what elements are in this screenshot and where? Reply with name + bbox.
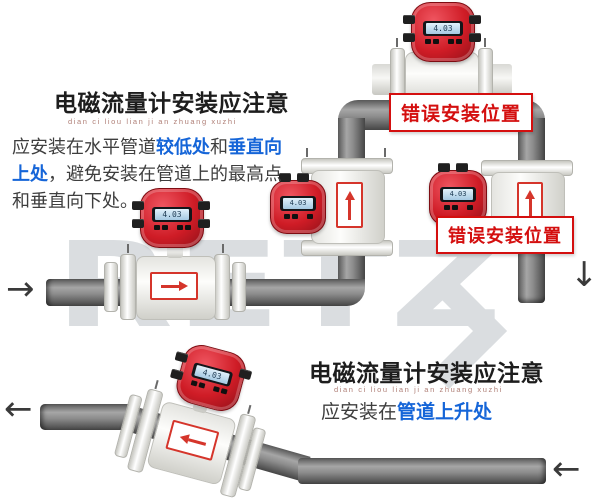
lcd-bezel: 4.03 — [280, 195, 316, 211]
wrong-position-badge: 错误安装位置 — [436, 216, 574, 254]
meter-button — [283, 213, 290, 219]
meter-flange — [214, 254, 230, 320]
section-title: 电磁流量计安装应注意 — [54, 90, 289, 116]
lcd-bezel: 4.03 — [423, 20, 463, 36]
flow-arrow-down-icon: ↓ — [570, 255, 599, 295]
flange-pin — [247, 404, 252, 415]
flange-pin — [396, 38, 398, 47]
meter-button — [306, 213, 313, 219]
cable-gland-icon — [238, 368, 253, 381]
flow-arrow-right-icon: → — [6, 269, 35, 309]
flowmeter-rising-pipe: 4.03 — [107, 340, 283, 502]
meter-button — [424, 38, 431, 44]
section-pinyin: dian ci liou lian ji an zhuang xuzhi — [334, 385, 503, 394]
meter-button — [153, 224, 160, 230]
flange-pin — [127, 244, 129, 253]
flange-pin — [384, 148, 386, 157]
cable-gland-icon — [469, 33, 481, 42]
flange-pin — [484, 38, 486, 47]
meter-flange — [120, 254, 136, 320]
highlighted-text: 管道上升处 — [397, 402, 493, 423]
cable-gland-icon — [456, 163, 468, 172]
flow-direction-label — [336, 182, 363, 228]
section-body-text: 应安装在水平管道较低处和垂直向上处，避免安装在管道上的最高点和垂直向下处。 — [12, 134, 288, 215]
flow-up-arrow-icon — [525, 190, 535, 216]
section-title: 电磁流量计安装应注意 — [309, 360, 544, 386]
meter-button — [291, 213, 298, 219]
meter-buttons — [153, 224, 191, 230]
meter-lcd-screen: 4.03 — [283, 197, 313, 209]
cable-gland-icon — [169, 368, 184, 381]
highlighted-text: 较低处 — [156, 137, 210, 157]
section-body-text: 应安装在管道上升处 — [321, 399, 492, 426]
meter-button — [220, 387, 228, 394]
meter-button — [447, 38, 454, 44]
meter-display-head: 4.03 — [270, 173, 326, 234]
meter-flange — [232, 262, 246, 312]
flow-arrow-left-icon: ← — [552, 449, 581, 489]
flange-pin — [222, 244, 224, 253]
meter-lcd-screen: 4.03 — [426, 22, 460, 34]
section-pinyin: dian ci liou lian ji an zhuang xuzhi — [68, 117, 237, 126]
flow-right-arrow-icon — [160, 281, 188, 291]
meter-button — [455, 38, 462, 44]
plain-text: ，避免安装在管道上的最高点和垂直向下处。 — [12, 164, 282, 211]
meter-button — [190, 379, 198, 386]
flow-arrow-left-icon: ← — [4, 389, 33, 429]
meter-buttons — [443, 204, 473, 210]
wrong-position-badge: 错误安装位置 — [389, 93, 534, 132]
meter-flange — [104, 262, 118, 312]
meter-button — [184, 224, 191, 230]
meter-lcd-screen: 4.03 — [443, 188, 473, 200]
flow-left-arrow-icon — [178, 431, 207, 449]
plain-text: 应安装在 — [321, 402, 398, 423]
plain-text: 和 — [210, 137, 228, 157]
flow-direction-label — [150, 272, 198, 300]
flange-pin — [306, 148, 308, 157]
cable-gland-icon — [469, 15, 481, 24]
meter-button — [212, 385, 220, 392]
meter-button — [451, 204, 458, 210]
meter-button — [161, 224, 168, 230]
cable-gland-icon — [198, 201, 210, 210]
cable-gland-icon — [438, 163, 450, 172]
flange-pin — [154, 379, 159, 390]
cable-gland-icon — [279, 173, 291, 182]
pipe-bottom-right — [298, 458, 546, 484]
cable-gland-icon — [198, 219, 210, 228]
meter-lcd-screen: 4.03 — [155, 208, 189, 220]
meter-button — [466, 204, 473, 210]
meter-button — [176, 224, 183, 230]
meter-buttons — [283, 213, 313, 219]
lcd-bezel: 4.03 — [152, 206, 192, 222]
cable-gland-icon — [132, 219, 144, 228]
cable-gland-icon — [297, 173, 309, 182]
highlighted-text: 垂直向上处 — [12, 137, 282, 184]
meter-display-head: 4.03 — [132, 188, 210, 248]
meter-button — [432, 38, 439, 44]
flow-up-arrow-icon — [344, 190, 355, 220]
cable-gland-icon — [174, 351, 189, 364]
cable-gland-icon — [403, 15, 415, 24]
meter-display-head: 4.03 — [403, 2, 481, 62]
cable-gland-icon — [403, 33, 415, 42]
plain-text: 应安装在水平管道 — [12, 137, 156, 157]
meter-buttons — [424, 38, 462, 44]
meter-button — [443, 204, 450, 210]
cable-gland-icon — [132, 201, 144, 210]
meter-button — [197, 381, 206, 388]
lcd-bezel: 4.03 — [440, 186, 476, 202]
